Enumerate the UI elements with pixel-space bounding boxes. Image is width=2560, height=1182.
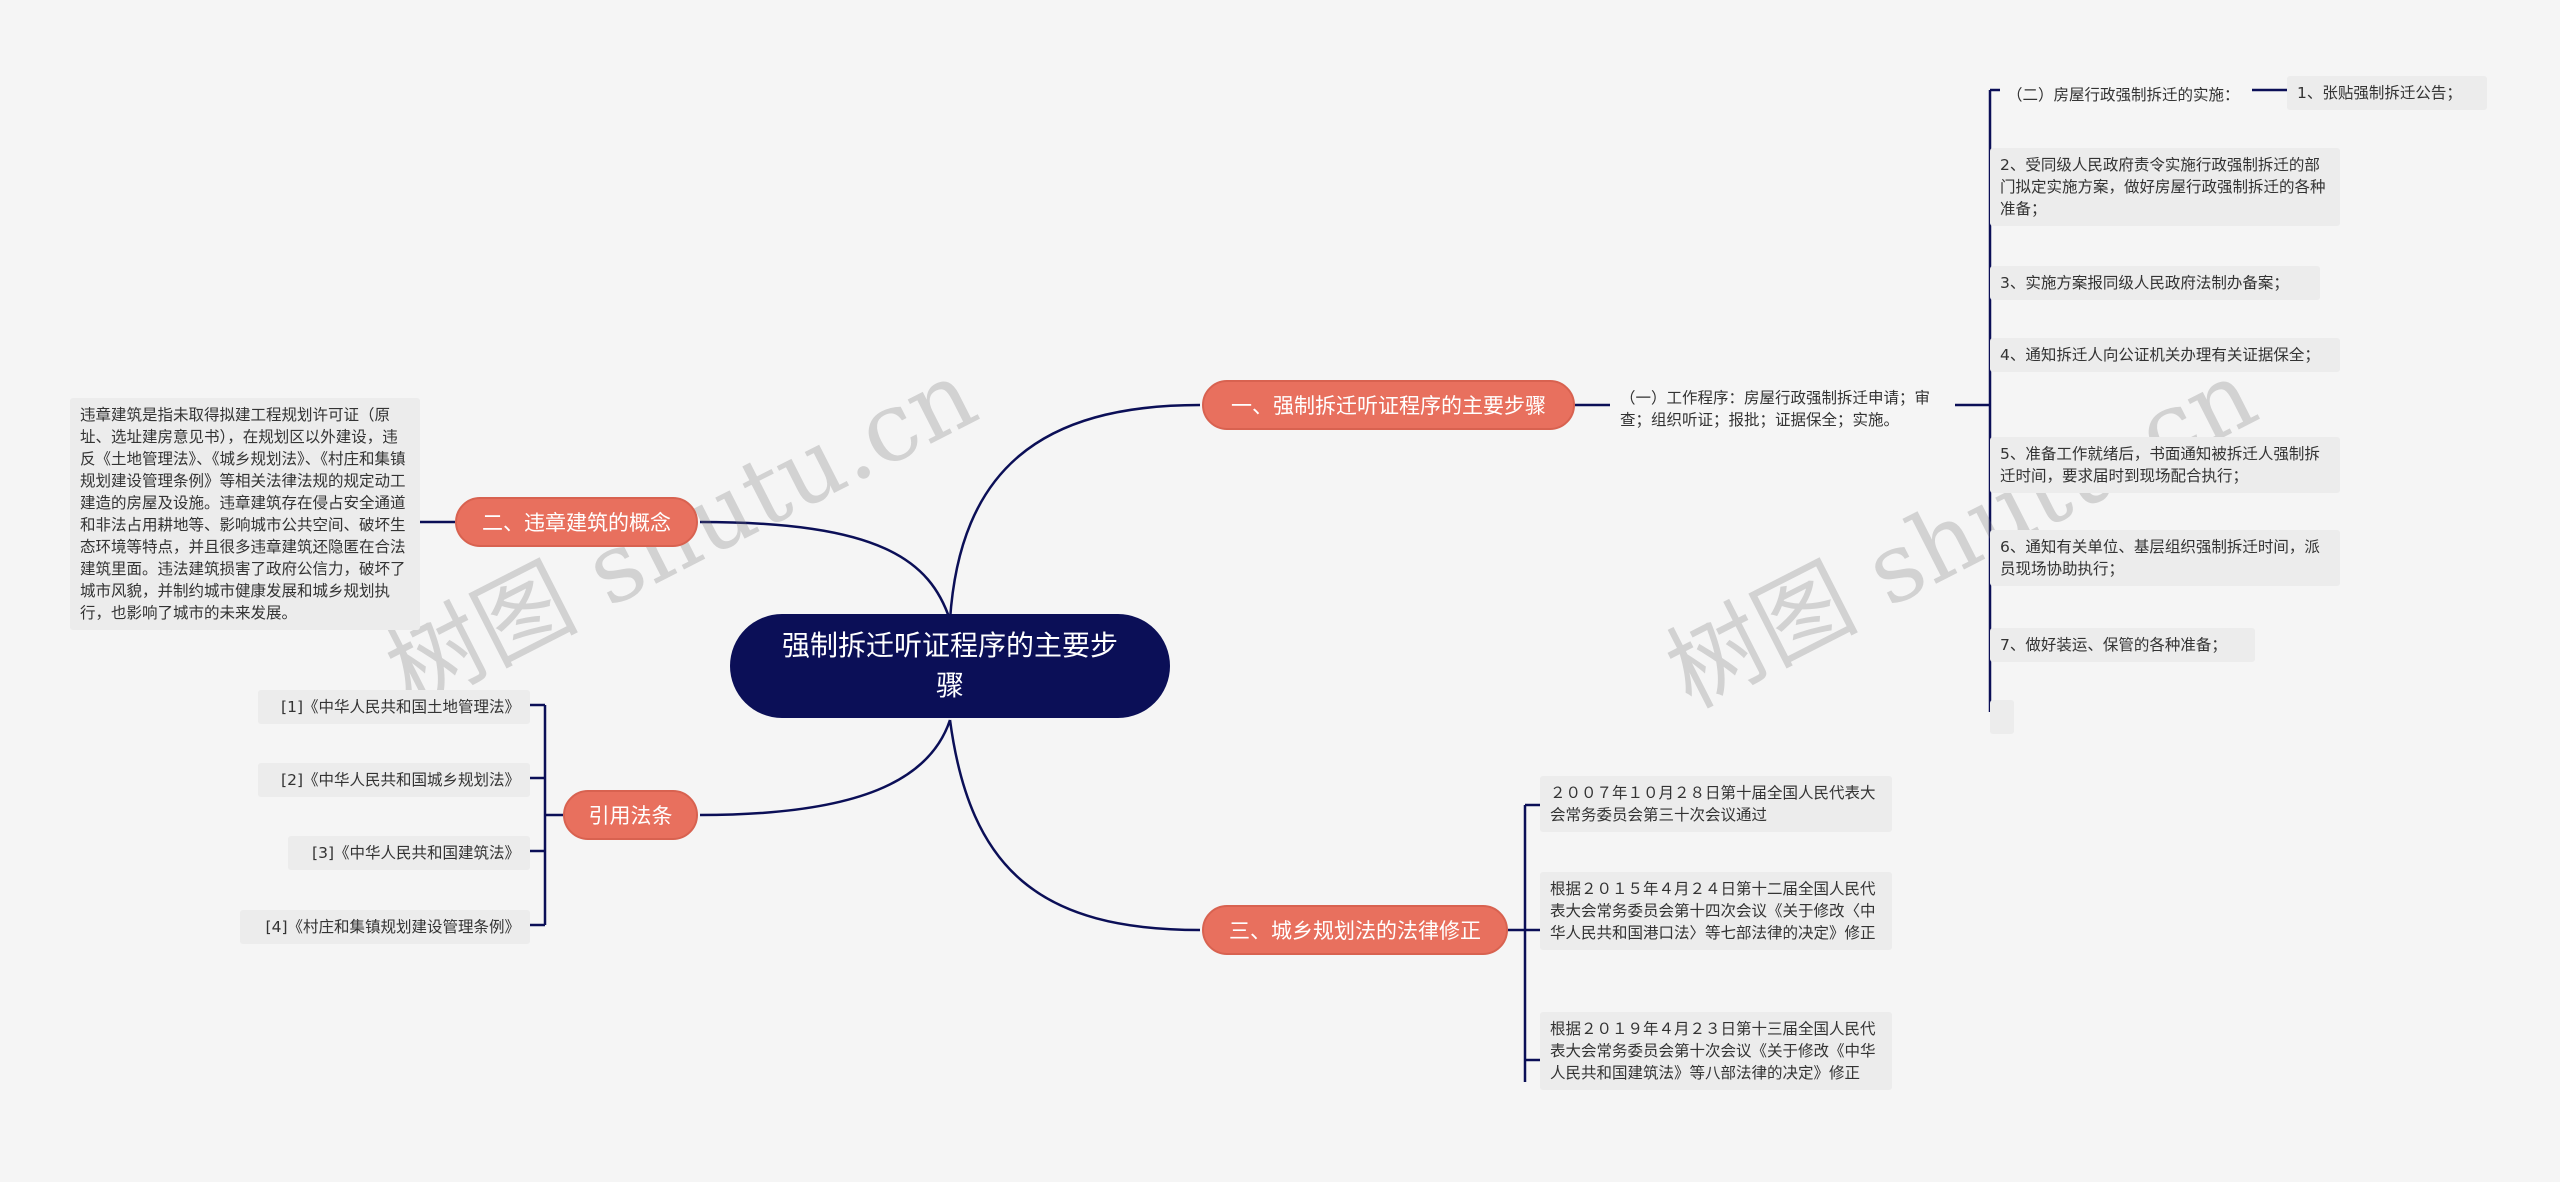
enforcement-heading-node[interactable]: （二）房屋行政强制拆迁的实施： (2007, 86, 2240, 104)
branch-label: 三、城乡规划法的法律修正 (1229, 919, 1481, 943)
step-2-node[interactable]: 2、受同级人民政府责令实施行政强制拆迁的部门拟定实施方案，做好房屋行政强制拆迁的… (1990, 148, 2340, 226)
law-item[interactable]: [3]《中华人民共和国建筑法》 (288, 836, 530, 870)
step-7-node[interactable]: 7、做好装运、保管的各种准备； (1990, 628, 2255, 662)
empty-node[interactable] (1990, 700, 2014, 734)
step-6-node[interactable]: 6、通知有关单位、基层组织强制拆迁时间，派员现场协助执行； (1990, 530, 2340, 586)
branch-label: 二、违章建筑的概念 (482, 511, 671, 535)
law-item[interactable]: [1]《中华人民共和国土地管理法》 (258, 690, 530, 724)
branch-law-amendment[interactable]: 三、城乡规划法的法律修正 (1202, 905, 1508, 955)
branch-label: 一、强制拆迁听证程序的主要步骤 (1231, 394, 1546, 418)
law-item[interactable]: [4]《村庄和集镇规划建设管理条例》 (240, 910, 530, 944)
step-3-node[interactable]: 3、实施方案报同级人民政府法制办备案； (1990, 266, 2320, 300)
branch-cited-laws[interactable]: 引用法条 (563, 790, 698, 840)
amendment-item[interactable]: 根据２０１９年４月２３日第十三届全国人民代表大会常务委员会第十次会议《关于修改《… (1540, 1012, 1892, 1090)
branch-main-steps[interactable]: 一、强制拆迁听证程序的主要步骤 (1202, 380, 1575, 430)
root-title: 强制拆迁听证程序的主要步骤 (781, 629, 1118, 702)
law-item[interactable]: [2]《中华人民共和国城乡规划法》 (258, 763, 530, 797)
branch-label: 引用法条 (588, 804, 673, 828)
illegal-building-definition[interactable]: 违章建筑是指未取得拟建工程规划许可证（原址、选址建房意见书），在规划区以外建设，… (70, 398, 420, 630)
branch-illegal-building[interactable]: 二、违章建筑的概念 (455, 497, 698, 547)
amendment-item[interactable]: ２００７年１０月２８日第十届全国人民代表大会常务委员会第三十次会议通过 (1540, 776, 1892, 832)
root-topic[interactable]: 强制拆迁听证程序的主要步骤 (730, 614, 1170, 718)
work-procedure-node[interactable]: （一）工作程序：房屋行政强制拆迁申请；审查；组织听证；报批；证据保全；实施。 (1620, 389, 1931, 429)
step-1-node[interactable]: 1、张贴强制拆迁公告； (2287, 76, 2487, 110)
amendment-item[interactable]: 根据２０１５年４月２４日第十二届全国人民代表大会常务委员会第十四次会议《关于修改… (1540, 872, 1892, 950)
step-5-node[interactable]: 5、准备工作就绪后，书面通知被拆迁人强制拆迁时间，要求届时到现场配合执行； (1990, 437, 2340, 493)
step-4-node[interactable]: 4、通知拆迁人向公证机关办理有关证据保全； (1990, 338, 2340, 372)
